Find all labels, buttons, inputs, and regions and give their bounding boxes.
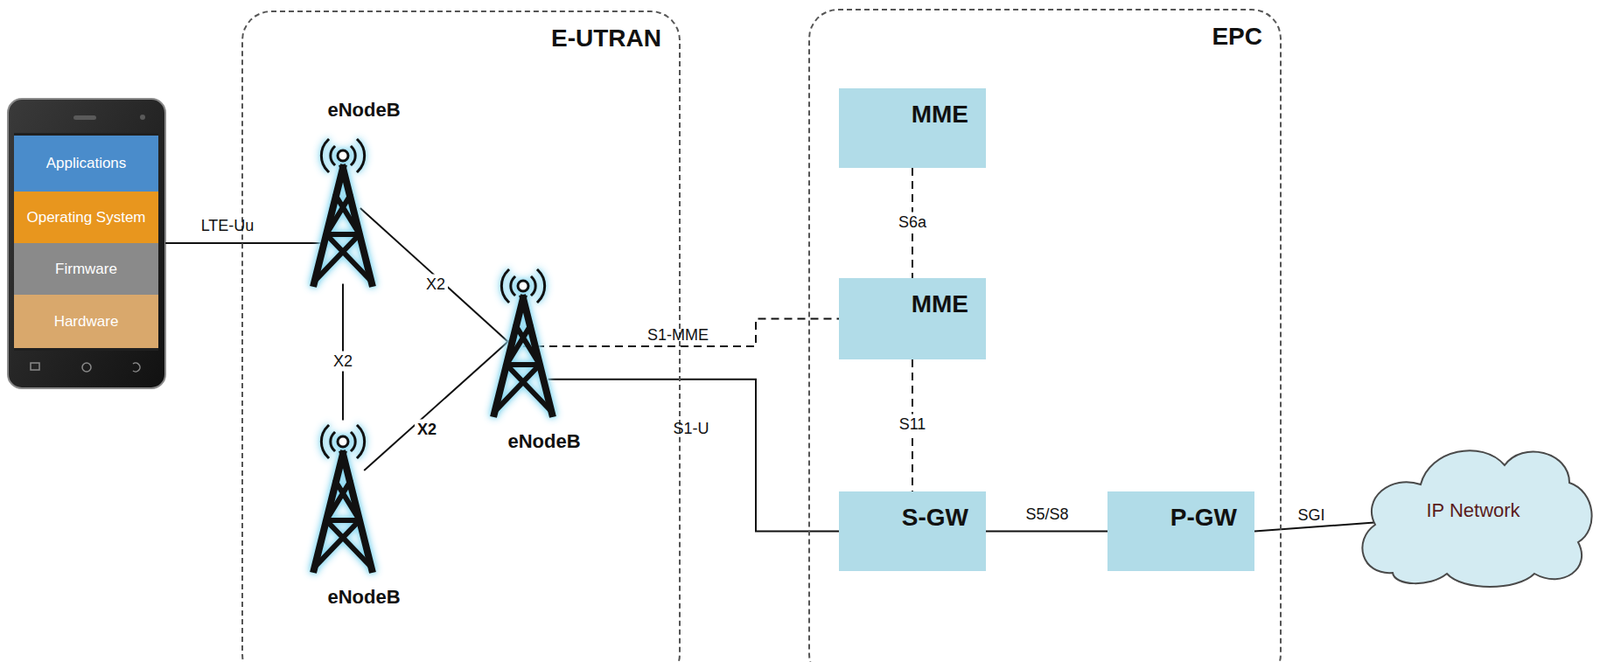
tower-braces	[317, 195, 369, 279]
tower-icon	[294, 415, 392, 573]
connector	[342, 283, 344, 420]
node-label: MME	[911, 100, 969, 129]
core-node-box: P-GW	[1107, 491, 1255, 572]
region-heading: EPC	[1211, 22, 1263, 51]
enodeb-tower: eNodeB	[294, 415, 392, 613]
tower-lattice	[494, 270, 552, 414]
node-label: eNodeB	[328, 586, 359, 609]
enodeb-tower: eNodeB	[475, 259, 572, 457]
radio-waves	[321, 426, 364, 458]
radio-link-line	[165, 242, 326, 245]
node-label: Firmware	[55, 260, 118, 279]
phone-body	[7, 98, 166, 389]
interface-label: S5/S8	[1022, 504, 1071, 525]
tower-icon	[294, 129, 392, 287]
interface-label: S6a	[895, 212, 930, 233]
phone-screen	[13, 132, 159, 351]
stack-layer-band: Applications	[13, 135, 159, 192]
node-label: MME	[911, 290, 969, 319]
node-label: eNodeB	[508, 430, 539, 454]
node-label: Operating System	[26, 209, 146, 227]
tower-legs	[494, 298, 552, 414]
tower-legs	[314, 167, 372, 284]
interface-label: S1-MME	[644, 325, 712, 346]
antenna-dot	[517, 280, 529, 292]
enodeb-tower: eNodeB	[294, 98, 392, 287]
core-node-box: MME	[838, 278, 986, 360]
back-button	[132, 363, 140, 372]
tower-braces	[497, 326, 549, 409]
power-button	[82, 363, 91, 372]
node-label: Applications	[46, 154, 127, 173]
stack-layer-band: Operating System	[13, 191, 159, 244]
node-label: S-GW	[901, 503, 969, 532]
antenna-dot	[337, 436, 349, 448]
connector	[548, 379, 839, 532]
interface-label: X2	[423, 274, 448, 295]
connector	[1254, 522, 1387, 532]
stack-layer-band: Firmware	[13, 243, 159, 295]
tower-legs	[314, 454, 372, 570]
radio-waves	[501, 270, 545, 302]
core-node-box: MME	[838, 88, 986, 168]
interface-label: X2	[414, 419, 440, 441]
cloud-shape	[1362, 450, 1592, 587]
phone-speaker	[73, 115, 97, 120]
network-region: EPC MME MME S-GW P-GW	[808, 8, 1282, 662]
interface-label: X2	[330, 351, 356, 372]
network-region: E-UTRAN eNodeB eNodeB eNodeB	[241, 10, 681, 662]
tower-lattice	[314, 139, 372, 284]
connector	[985, 531, 1108, 533]
core-node-box: S-GW	[838, 491, 986, 572]
connector	[360, 208, 511, 343]
connector	[911, 359, 914, 492]
interface-label: LTE-Uu	[198, 216, 258, 237]
tower-braces	[317, 482, 369, 565]
connector	[523, 319, 839, 348]
connector	[911, 167, 914, 279]
interface-label: SGI	[1294, 505, 1328, 526]
interface-label: S11	[896, 414, 930, 435]
tower-icon	[475, 259, 572, 418]
region-heading: E-UTRAN	[551, 24, 662, 53]
menu-button	[30, 363, 40, 371]
node-label: P-GW	[1170, 503, 1237, 532]
antenna-dot	[337, 150, 349, 161]
node-label: eNodeB	[328, 98, 359, 122]
phone-camera	[139, 114, 146, 120]
node-label: IP Network	[1425, 499, 1520, 523]
node-label: Hardware	[54, 313, 119, 331]
interface-label: S1-U	[670, 419, 712, 440]
network-cloud: IP Network	[1348, 428, 1598, 593]
radio-waves	[321, 139, 364, 172]
tower-lattice	[314, 426, 372, 570]
stack-layer-band: Hardware	[13, 294, 159, 349]
connector	[363, 338, 512, 471]
